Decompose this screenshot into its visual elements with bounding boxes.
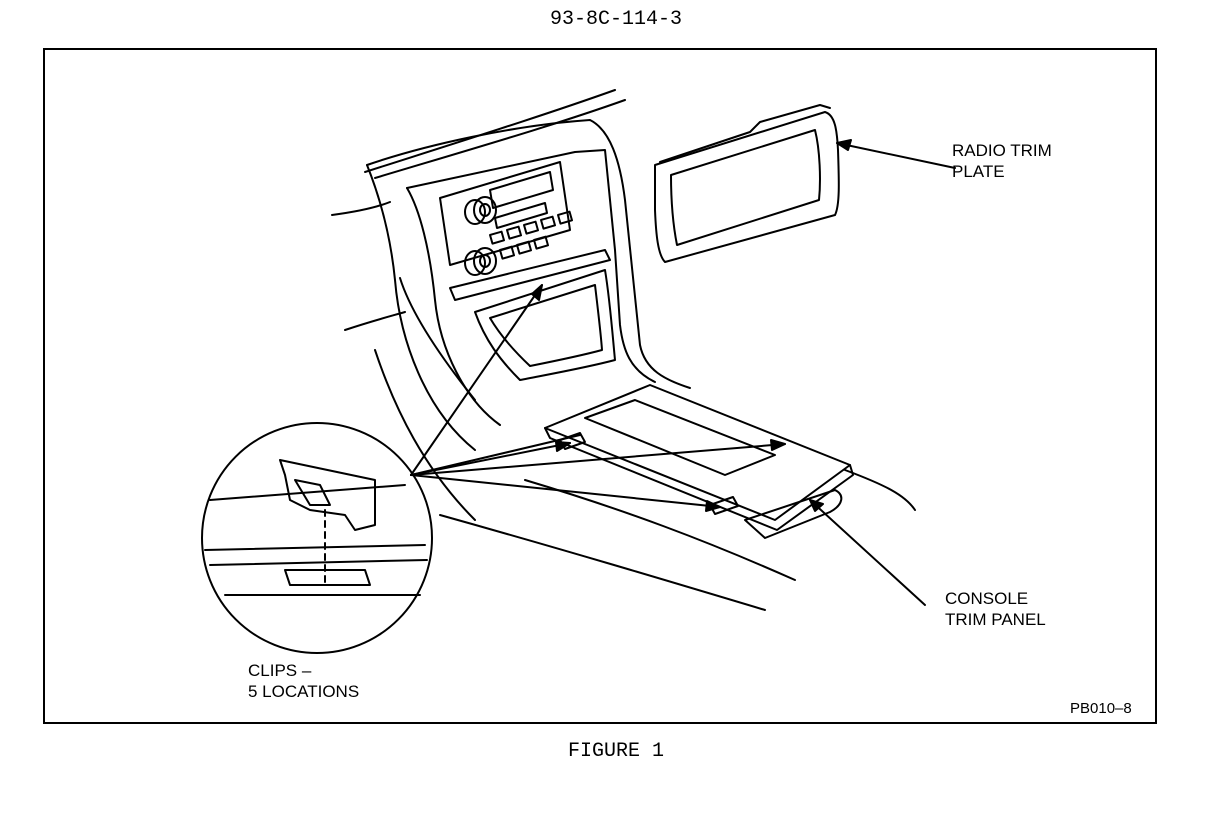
- console-illustration: [201, 89, 956, 654]
- bezel-left-inner: [406, 187, 501, 426]
- bezel-left-side: [366, 164, 476, 451]
- dash-lower-curve: [374, 349, 476, 521]
- radio-trim-plate-outer: [654, 111, 840, 263]
- figure-caption: FIGURE 1: [567, 740, 664, 763]
- radio-knobs: [464, 196, 497, 276]
- label-clips: CLIPS – 5 LOCATIONS: [248, 661, 360, 701]
- radio-buttons: [489, 210, 574, 260]
- dash-top-edge: [364, 89, 616, 173]
- radio-trim-plate-inner: [670, 129, 821, 246]
- console-base-line-2: [524, 479, 796, 581]
- console-trim-panel-lip: [544, 427, 854, 531]
- radio-trim-plate-rim: [659, 104, 831, 163]
- dash-left-line-2: [344, 311, 406, 331]
- console-side-line: [844, 469, 916, 511]
- label-console-trim-panel: CONSOLE TRIM PANEL: [945, 589, 1046, 629]
- dash-top-edge-2: [374, 99, 626, 179]
- storage-pocket-inner: [489, 284, 603, 367]
- center-bezel-outer: [366, 119, 691, 389]
- clip-slot-2: [709, 496, 739, 515]
- radio-face: [439, 161, 571, 266]
- radio-cassette-slot: [489, 171, 554, 209]
- center-bezel-inner: [406, 149, 656, 383]
- dash-left-curve: [399, 277, 476, 401]
- clip-detail-magnifier: [201, 422, 433, 654]
- console-lower-tray: [744, 489, 843, 539]
- document-number: 93-8C-114-3: [549, 8, 683, 31]
- console-panel-opening: [584, 399, 776, 476]
- dash-left-line-1: [331, 201, 391, 216]
- part-code: PB010–8: [1070, 700, 1132, 717]
- leader-lines: [410, 139, 956, 606]
- storage-pocket-outer: [474, 269, 616, 381]
- figure-frame: RADIO TRIM PLATE CONSOLE TRIM PANEL CLIP…: [43, 48, 1157, 724]
- radio-display: [494, 202, 548, 229]
- radio-bottom-ledge: [449, 249, 611, 301]
- label-radio-trim-plate: RADIO TRIM PLATE: [952, 141, 1052, 181]
- console-base-line-1: [439, 514, 766, 611]
